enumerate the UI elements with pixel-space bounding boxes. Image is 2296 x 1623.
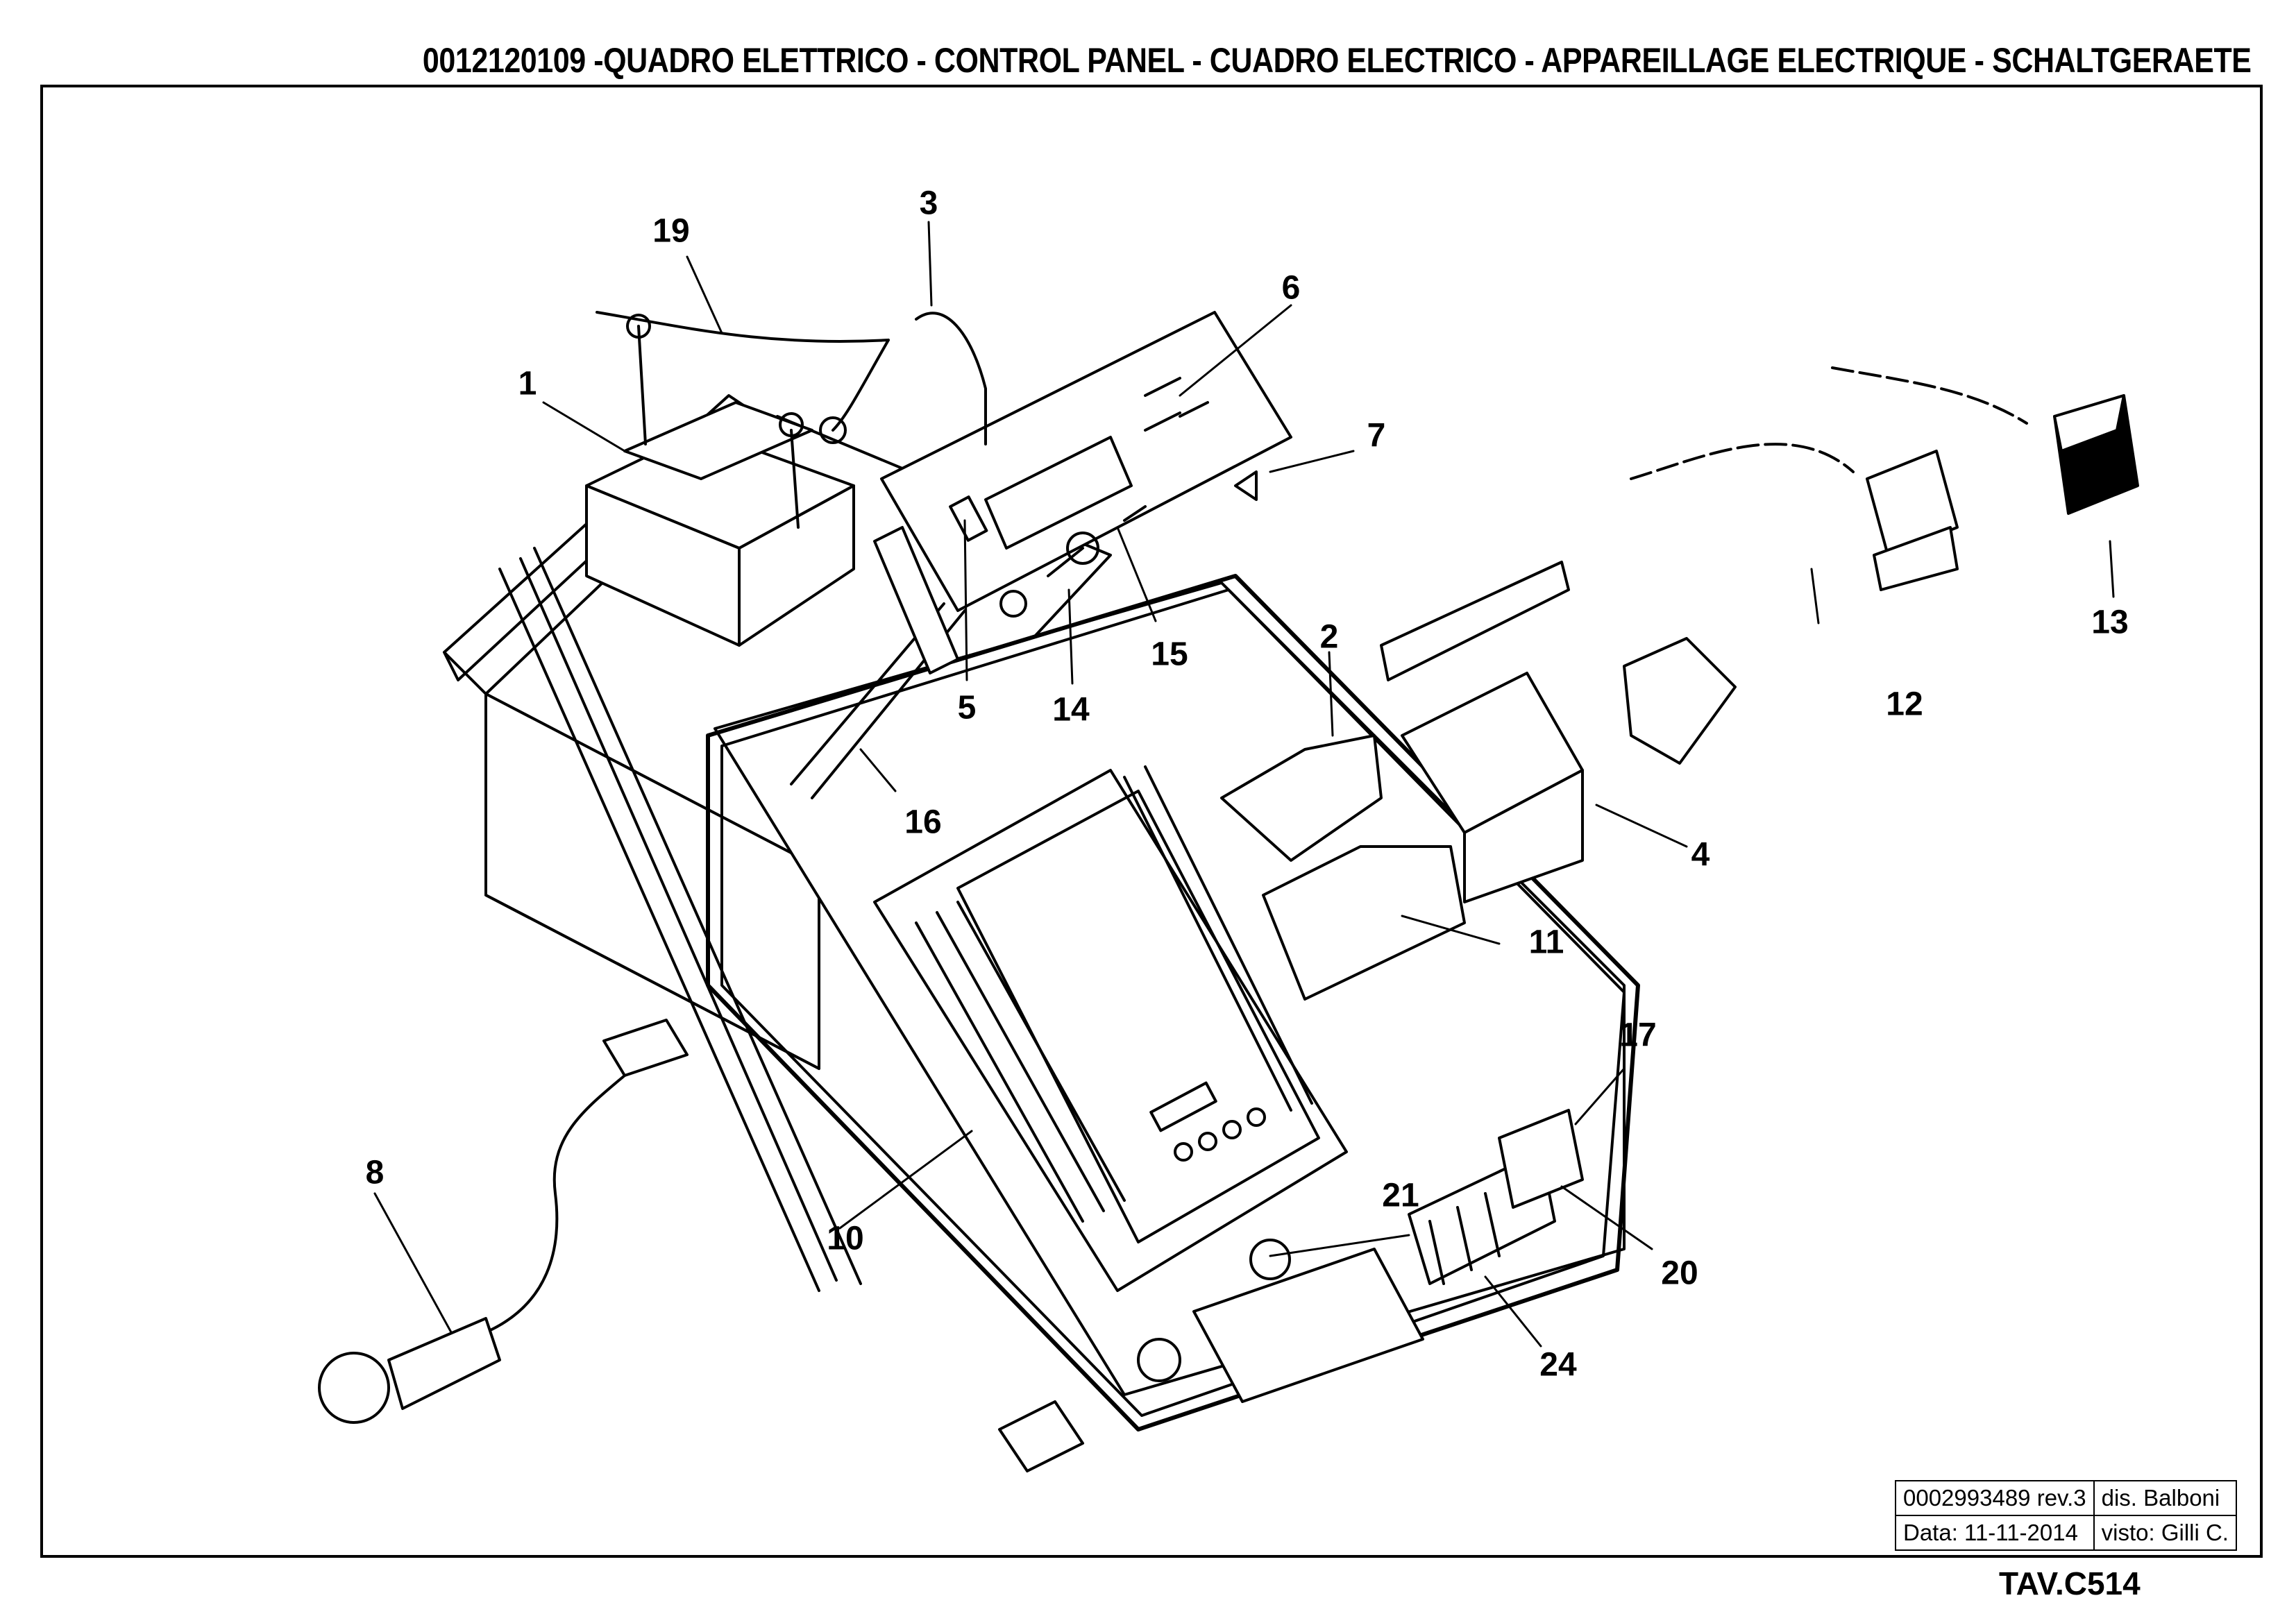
- transformer: [585, 314, 855, 647]
- plug-cable: [318, 1019, 689, 1424]
- callout-6: 6: [1281, 269, 1301, 307]
- callout-12: 12: [1886, 686, 1923, 723]
- callout-11: 11: [1528, 924, 1564, 961]
- callout-3: 3: [919, 185, 938, 222]
- date-cell: Data: 11-11-2014: [1895, 1515, 2095, 1551]
- callout-16: 16: [904, 804, 942, 841]
- din-rail-and-contactors: [1220, 561, 1737, 1001]
- callout-15: 15: [1151, 636, 1188, 673]
- drawing-title: 0012120109 -QUADRO ELETTRICO - CONTROL P…: [423, 41, 2252, 80]
- title-block: 0002993489 rev.3 dis. Balboni Data: 11-1…: [1895, 1480, 2237, 1551]
- drawn-by-cell: dis. Balboni: [2093, 1480, 2237, 1516]
- callout-20: 20: [1661, 1255, 1698, 1292]
- callout-13: 13: [2091, 604, 2129, 641]
- cables: [596, 311, 987, 445]
- terminal-blocks: [1408, 1109, 1584, 1285]
- callout-24: 24: [1539, 1346, 1577, 1384]
- sheet-number: TAV.C514: [1999, 1565, 2141, 1601]
- callout-2: 2: [1319, 618, 1339, 656]
- controller-board: [873, 765, 1348, 1292]
- callout-17: 17: [1619, 1017, 1657, 1054]
- display-panel: [880, 311, 1292, 618]
- drawing-frame: [40, 85, 2263, 1558]
- callout-14: 14: [1052, 691, 1090, 729]
- checked-by-cell: visto: Gilli C.: [2093, 1515, 2237, 1551]
- callout-1: 1: [518, 365, 537, 402]
- callout-21: 21: [1382, 1177, 1419, 1214]
- leader-lines: [373, 221, 2115, 1348]
- callout-5: 5: [957, 689, 977, 726]
- gland-plate: [998, 1239, 1424, 1472]
- doc-number-cell: 0002993489 rev.3: [1895, 1480, 2095, 1516]
- callout-10: 10: [827, 1220, 864, 1257]
- callout-19: 19: [652, 212, 690, 250]
- valve-connectors: [1630, 366, 2139, 591]
- harness-and-bracket: [790, 526, 966, 799]
- callout-7: 7: [1367, 417, 1386, 454]
- callout-8: 8: [365, 1154, 385, 1191]
- callout-4: 4: [1691, 836, 1710, 874]
